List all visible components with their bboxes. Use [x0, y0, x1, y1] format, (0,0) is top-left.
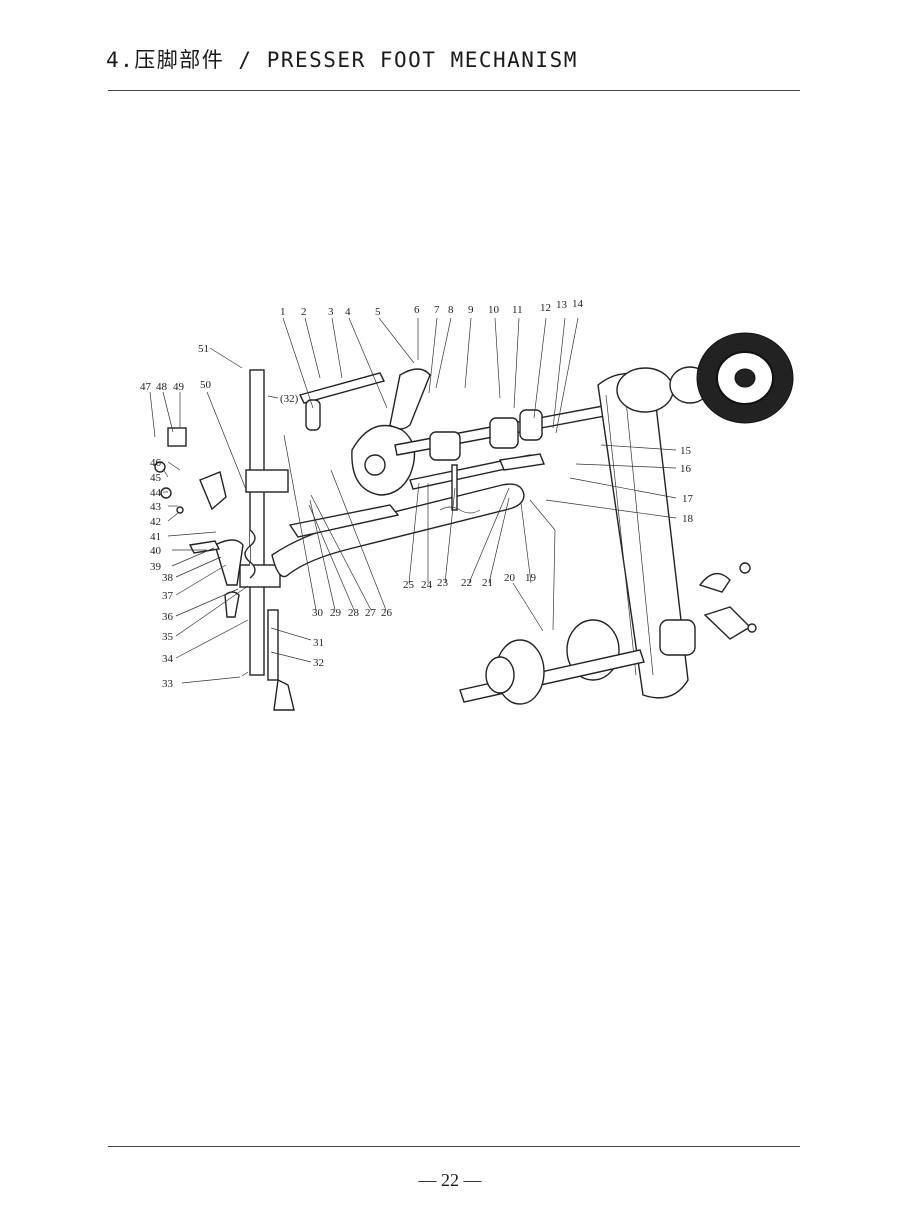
callout-34: 34 [162, 653, 174, 665]
timing-belt [597, 372, 689, 699]
callout-32-ref: (32) [280, 393, 299, 405]
callout-46: 46 [150, 457, 162, 469]
callout-12: 12 [540, 302, 551, 314]
callout-44: 44 [150, 487, 162, 499]
callout-26: 26 [381, 607, 393, 619]
footer-rule [108, 1146, 800, 1147]
callout-14: 14 [572, 298, 584, 310]
callout-36: 36 [162, 611, 174, 623]
callout-38: 38 [162, 572, 174, 584]
callout-40: 40 [150, 545, 162, 557]
callout-48: 48 [156, 381, 168, 393]
callout-31: 31 [313, 637, 324, 649]
callout-1: 1 [280, 306, 286, 318]
callout-42: 42 [150, 516, 161, 528]
callout-24: 24 [421, 579, 433, 591]
callout-25: 25 [403, 579, 415, 591]
callout-43: 43 [150, 501, 162, 513]
callout-6: 6 [414, 304, 420, 316]
callout-32: 32 [313, 657, 324, 669]
callout-28: 28 [348, 607, 360, 619]
header-rule [108, 90, 800, 91]
callout-labels: 1 2 3 4 5 6 7 8 9 10 11 12 13 14 15 16 1… [140, 298, 694, 690]
crank [389, 368, 431, 430]
callout-20: 20 [504, 572, 516, 584]
callout-4: 4 [345, 306, 351, 318]
callout-51: 51 [198, 343, 209, 355]
callout-29: 29 [330, 607, 342, 619]
callout-22: 22 [461, 577, 472, 589]
callout-18: 18 [682, 513, 694, 525]
callout-35: 35 [162, 631, 174, 643]
page-number: — 22 — [418, 1170, 482, 1190]
callout-15: 15 [680, 445, 692, 457]
callout-2: 2 [301, 306, 307, 318]
callout-47: 47 [140, 381, 152, 393]
callout-37: 37 [162, 590, 174, 602]
callout-19: 19 [525, 572, 537, 584]
callout-49: 49 [173, 381, 185, 393]
callout-27: 27 [365, 607, 377, 619]
presser-bar [249, 369, 265, 676]
leader-lines [149, 317, 677, 684]
callout-45: 45 [150, 472, 162, 484]
page-title: 4.压脚部件 / PRESSER FOOT MECHANISM [106, 48, 578, 72]
callout-17: 17 [682, 493, 694, 505]
callout-9: 9 [468, 304, 474, 316]
callout-11: 11 [512, 304, 523, 316]
callout-13: 13 [556, 299, 568, 311]
presser-foot [273, 678, 295, 711]
mechanism-drawing [154, 332, 794, 711]
callout-5: 5 [375, 306, 381, 318]
callout-21: 21 [482, 577, 493, 589]
callout-3: 3 [328, 306, 334, 318]
callout-10: 10 [488, 304, 500, 316]
upper-pulley [616, 367, 674, 413]
callout-8: 8 [448, 304, 454, 316]
callout-16: 16 [680, 463, 692, 475]
callout-7: 7 [434, 304, 440, 316]
callout-50: 50 [200, 379, 212, 391]
callout-33: 33 [162, 678, 174, 690]
callout-30: 30 [312, 607, 324, 619]
callout-23: 23 [437, 577, 449, 589]
callout-39: 39 [150, 561, 162, 573]
callout-41: 41 [150, 531, 161, 543]
